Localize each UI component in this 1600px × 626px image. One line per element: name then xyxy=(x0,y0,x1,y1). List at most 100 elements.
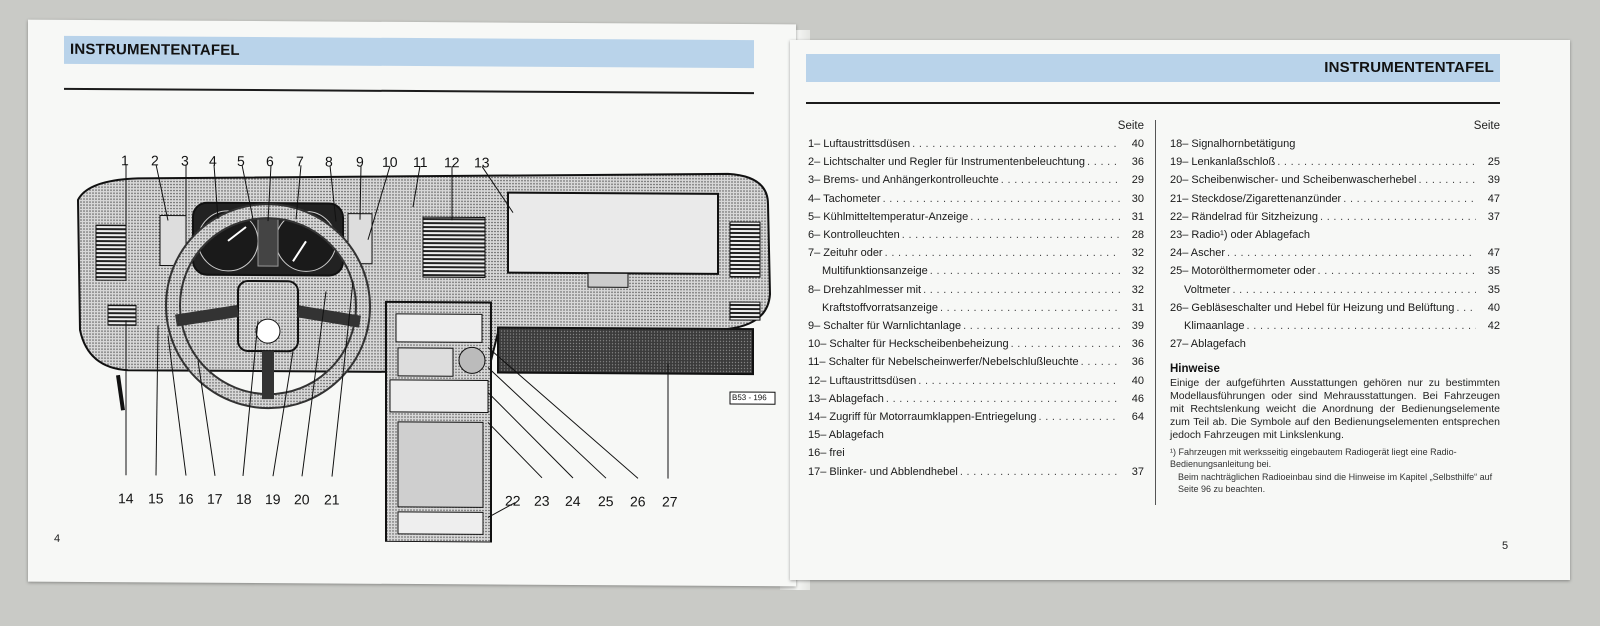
title-banner-right: INSTRUMENTENTAFEL xyxy=(806,54,1500,82)
index-right-column: Seite 18– Signalhornbetätigung 19– Lenkan… xyxy=(1170,118,1500,358)
index-entry-label: 13– Ablagefach xyxy=(808,392,884,405)
index-entry-page: 32 xyxy=(1131,247,1144,260)
seite-header-right: Seite xyxy=(1473,120,1500,132)
index-entry-label: 27– Ablagefach xyxy=(1170,338,1246,351)
index-entry-page: 36 xyxy=(1131,356,1144,369)
index-entry-label: 6– Kontrolleuchten xyxy=(808,229,900,241)
callout-24: 24 xyxy=(565,492,581,510)
column-divider xyxy=(1155,120,1156,505)
index-entry-label: 12– Luftaustrittsdüsen xyxy=(808,374,917,387)
callout-8: 8 xyxy=(325,153,333,170)
footnote-radio-install: Beim nachträglichen Radioeinbau sind die… xyxy=(1178,472,1493,494)
index-entry-page: 31 xyxy=(1131,210,1144,223)
callout-3: 3 xyxy=(181,152,189,169)
callout-13: 13 xyxy=(474,154,490,171)
callout-5: 5 xyxy=(237,152,245,169)
index-entry-page: 47 xyxy=(1487,192,1500,205)
callout-12: 12 xyxy=(444,154,460,171)
right-page: INSTRUMENTENTAFEL Seite 1– Luftaustritts… xyxy=(790,40,1570,580)
index-entry-label: 14– Zugriff für Motorraumklappen-Entrieg… xyxy=(808,411,1037,423)
title-banner: INSTRUMENTENTAFEL xyxy=(64,35,754,69)
callout-14: 14 xyxy=(118,490,134,507)
callout-9: 9 xyxy=(356,153,364,170)
leader-dots xyxy=(1232,284,1476,296)
leader-dots xyxy=(1087,156,1120,168)
leader-dots xyxy=(960,466,1120,478)
index-entry: 12– Luftaustrittsdüsen 40 xyxy=(808,375,1144,387)
index-entry: Voltmeter 35 xyxy=(1170,284,1500,296)
leader-dots xyxy=(885,247,1120,259)
index-entry: 18– Signalhornbetätigung xyxy=(1170,138,1500,150)
index-entry-label: 5– Kühlmitteltemperatur-Anzeige xyxy=(808,210,969,223)
index-entry-label: 16– frei xyxy=(808,447,845,460)
index-entry-label: 19– Lenkanlaßschloß xyxy=(1170,156,1276,169)
callout-1: 1 xyxy=(121,152,129,169)
index-entry: 2– Lichtschalter und Regler für Instrume… xyxy=(808,156,1144,168)
index-entry: 16– frei xyxy=(808,447,1144,459)
page-number-left: 4 xyxy=(54,532,61,545)
index-entry: 17– Blinker- und Abblendhebel37 xyxy=(808,466,1144,478)
page-number-right: 5 xyxy=(1502,540,1509,552)
leader-dots xyxy=(918,375,1120,387)
seite-header-left: Seite xyxy=(1117,120,1144,132)
leader-dots xyxy=(963,320,1120,332)
callout-20: 20 xyxy=(294,491,310,508)
index-entry: 13– Ablagefach46 xyxy=(808,393,1144,405)
index-entry-page: 39 xyxy=(1131,320,1144,332)
index-entry: 4– Tachometer30 xyxy=(808,193,1144,205)
index-entry-label: 21– Steckdose/Zigarettenanzünder xyxy=(1170,192,1342,205)
index-entry: 8– Drehzahlmesser mit32 xyxy=(808,284,1144,296)
index-entry-label: 7– Zeituhr oder xyxy=(808,247,883,260)
index-entry-page: 32 xyxy=(1131,265,1144,278)
leader-dots xyxy=(1001,174,1120,186)
index-entry: Kraftstoffvorratsanzeige31 xyxy=(808,302,1144,314)
index-entry-page: 29 xyxy=(1131,174,1144,187)
leader-dots xyxy=(940,302,1120,314)
index-entry-page: 39 xyxy=(1487,174,1500,187)
index-entry-label: 23– Radio¹) oder Ablagefach xyxy=(1170,229,1311,241)
index-entry-label: 10– Schalter für Heckscheibenbeheizung xyxy=(808,338,1009,351)
figure-code: B53 - 196 xyxy=(732,392,767,403)
index-entry-label: 3– Brems- und Anhängerkontrolleuchte xyxy=(808,174,999,187)
index-entry: 6– Kontrolleuchten 28 xyxy=(808,229,1144,241)
index-entry-page: 28 xyxy=(1131,229,1144,241)
index-entry-label: Voltmeter xyxy=(1184,283,1231,296)
index-entry: 23– Radio¹) oder Ablagefach xyxy=(1170,229,1500,241)
leader-dots xyxy=(970,211,1120,223)
index-entry-label: Multifunktionsanzeige xyxy=(822,265,928,278)
index-entry-label: 22– Rändelrad für Sitzheizung xyxy=(1170,210,1318,223)
leader-dots xyxy=(1247,320,1476,332)
title-rule-right xyxy=(806,102,1500,104)
index-entry-page: 64 xyxy=(1131,411,1144,423)
page-title: INSTRUMENTENTAFEL xyxy=(70,40,240,59)
index-entry: Klimaanlage42 xyxy=(1170,320,1500,332)
leader-dots xyxy=(883,193,1120,205)
index-entry-label: 25– Motoröl­thermometer oder xyxy=(1170,265,1316,278)
footnote-radio: ¹) Fahrzeugen mit werksseitig eingebaute… xyxy=(1170,447,1457,469)
note-title: Hinweise xyxy=(1170,363,1220,375)
left-page: INSTRUMENTENTAFEL xyxy=(28,19,796,587)
index-entry: Multifunktionsanzeige 32 xyxy=(808,265,1144,277)
leader-dots xyxy=(1318,265,1476,277)
index-entry-page: 35 xyxy=(1487,265,1500,278)
index-entry-page: 35 xyxy=(1487,283,1500,296)
index-entry: 21– Steckdose/Zigarettenanzünder 47 xyxy=(1170,193,1500,205)
index-entry-label: 17– Blinker- und Abblendhebel xyxy=(808,465,958,478)
callout-21: 21 xyxy=(324,491,340,508)
index-entry-page: 42 xyxy=(1487,320,1500,332)
index-entry: 20– Scheibenwischer- und Scheibenwascher… xyxy=(1170,174,1500,186)
callout-11: 11 xyxy=(413,154,428,171)
index-entry: 11– Schalter für Nebelscheinwerfer/Nebel… xyxy=(808,356,1144,368)
callout-26: 26 xyxy=(630,493,646,510)
index-entry: 19– Lenkanlaßschloß25 xyxy=(1170,156,1500,168)
leader-dots xyxy=(1038,411,1120,423)
callout-10: 10 xyxy=(382,153,398,170)
index-entry-label: 9– Schalter für Warnlichtanlage xyxy=(808,320,962,332)
leader-dots xyxy=(1343,193,1476,205)
index-entry-page: 40 xyxy=(1131,374,1144,387)
index-entry: 22– Rändelrad für Sitzheizung37 xyxy=(1170,211,1500,223)
index-entry: 15– Ablagefach xyxy=(808,429,1144,441)
index-entry: 1– Luftaustrittsdüsen40 xyxy=(808,138,1144,150)
callout-4: 4 xyxy=(209,152,217,169)
index-entry-page: 36 xyxy=(1131,156,1144,169)
